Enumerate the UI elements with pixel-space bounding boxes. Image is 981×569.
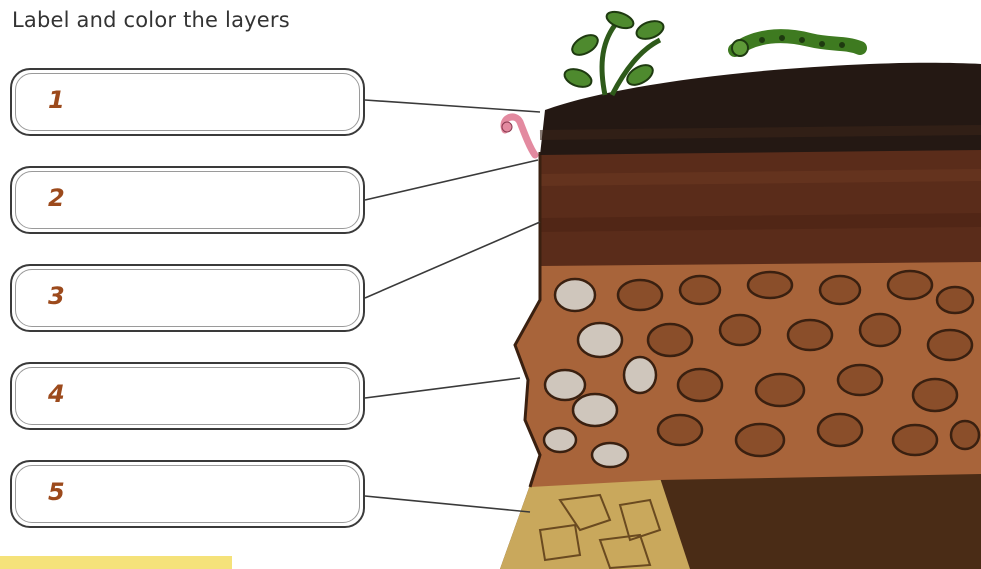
- connector-line-1: [365, 100, 540, 112]
- soil-layer-5: [500, 472, 981, 569]
- connector-line-5: [365, 496, 530, 512]
- footer-highlight-bar: [0, 556, 232, 569]
- plant-icon: [562, 9, 666, 95]
- connector-line-3: [365, 222, 540, 298]
- connector-line-4: [365, 378, 520, 398]
- subsoil: [540, 148, 981, 266]
- soil-layer-1: [540, 63, 981, 155]
- soil-layer-2: [540, 148, 981, 266]
- bedrock-left: [500, 478, 690, 569]
- connector-lines: [365, 100, 540, 512]
- topsoil: [540, 63, 981, 155]
- connector-line-2: [365, 160, 538, 200]
- soil-layer-3-4: [515, 258, 981, 487]
- caterpillar-icon: [732, 36, 860, 56]
- earthworm-icon: [502, 117, 535, 155]
